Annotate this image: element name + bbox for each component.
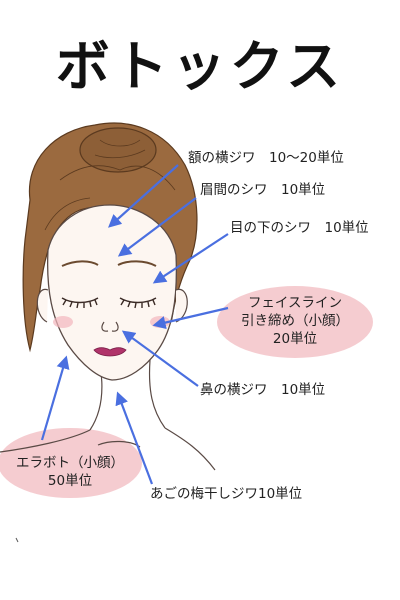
arrow-nose [121,330,199,387]
label-jaw-line2: 50単位 [47,473,93,489]
label-jaw-line1: エラボト（小顔） [16,455,124,471]
arrow-chin [115,391,154,485]
hair-bun [79,127,157,173]
label-faceline-line3: 20単位 [272,331,318,347]
label-forehead: 額の横ジワ 10〜20単位 [188,150,344,166]
label-nose: 鼻の横ジワ 10単位 [200,382,326,398]
left-cheek-blush [53,316,73,328]
faceline-highlight [217,286,373,358]
stray-mark [15,537,19,543]
arrow-jaw [40,355,70,441]
right-eyebrow [117,260,157,267]
label-faceline-line1: フェイスライン [247,295,343,311]
left-eyebrow [61,260,99,267]
face-outline [47,204,177,381]
arrow-under-eye [152,233,229,284]
arrow-forehead [108,164,179,228]
label-faceline: フェイスライン 引き締め（小顔） 20単位 [220,294,370,348]
page-title: ボトックス [55,35,345,98]
label-under-eye: 目の下のシワ 10単位 [230,220,369,236]
label-jaw: エラボト（小顔） 50単位 [0,454,140,490]
hair-strands [44,139,176,231]
label-chin: あごの梅干しジワ10単位 [150,486,303,502]
left-eye [61,297,99,309]
label-glabella: 眉間のシワ 10単位 [200,182,326,198]
arrows [40,164,229,485]
left-ear [36,289,49,323]
lips [93,347,127,357]
nose [101,321,119,332]
label-faceline-line2: 引き締め（小顔） [241,313,349,329]
arrow-glabella [117,197,197,257]
right-eye [119,297,157,309]
arrow-faceline [152,306,229,330]
